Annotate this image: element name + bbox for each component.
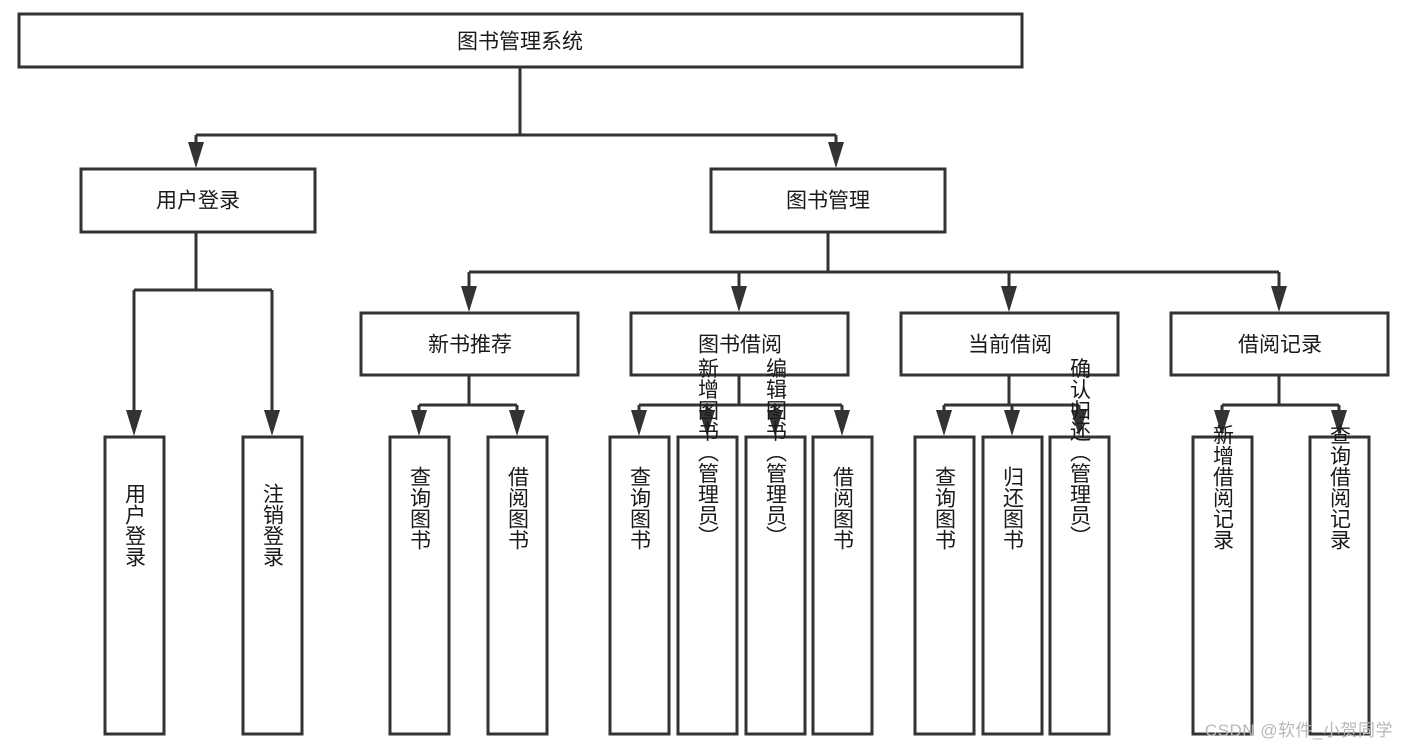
- node-leaf-edit-book-label: 编辑图书（管理员）: [764, 358, 788, 547]
- node-new-book-recommend[interactable]: 新书推荐: [359, 311, 580, 377]
- node-user-login[interactable]: 用户登录: [79, 167, 317, 234]
- arrowhead-leaf-query-book-3: [936, 410, 952, 436]
- node-leaf-query-book-2-label: 查询图书: [628, 466, 652, 550]
- node-leaf-add-book-label: 新增图书（管理员）: [696, 358, 720, 547]
- arrowhead-leaf-query-book-2: [631, 410, 647, 436]
- node-leaf-query-book-1-label: 查询图书: [408, 466, 432, 550]
- arrowhead-borrow-record: [1271, 286, 1287, 312]
- node-leaf-confirm-return[interactable]: 确认归还（管理员）: [1048, 358, 1111, 736]
- node-leaf-add-record-box[interactable]: [1191, 435, 1254, 736]
- node-book-borrow-box[interactable]: [629, 311, 850, 377]
- node-new-book-recommend-box[interactable]: [359, 311, 580, 377]
- node-root-box[interactable]: [17, 12, 1024, 69]
- node-leaf-query-book-3-box[interactable]: [913, 435, 976, 736]
- node-leaf-borrow-book-1-label: 借阅图书: [506, 466, 530, 550]
- node-book-borrow[interactable]: 图书借阅: [629, 311, 850, 377]
- arrowhead-leaf-confirm-return: [1071, 410, 1087, 436]
- watermark-text: CSDN @软件_小贺同学: [1204, 721, 1393, 740]
- node-leaf-user-login-label: 用户登录: [123, 483, 147, 567]
- node-leaf-query-record[interactable]: 查询借阅记录: [1308, 424, 1371, 736]
- node-user-login-box[interactable]: [79, 167, 317, 234]
- arrowhead-leaf-borrow-book-2: [834, 410, 850, 436]
- node-leaf-borrow-book-1[interactable]: 借阅图书: [486, 435, 549, 736]
- arrowhead-leaf-add-record: [1214, 410, 1230, 436]
- node-leaf-query-book-3-label: 查询图书: [933, 466, 957, 550]
- node-leaf-return-book[interactable]: 归还图书: [981, 435, 1044, 736]
- node-leaf-query-record-label: 查询借阅记录: [1328, 424, 1352, 550]
- arrowhead-leaf-user-login: [126, 410, 142, 436]
- arrowhead-current-borrow: [1001, 286, 1017, 312]
- node-leaf-logout-login-label: 注销登录: [261, 483, 285, 567]
- node-leaf-logout-login-box[interactable]: [241, 435, 304, 736]
- node-book-manage-box[interactable]: [709, 167, 947, 234]
- node-leaf-return-book-box[interactable]: [981, 435, 1044, 736]
- node-leaf-query-book-3[interactable]: 查询图书: [913, 435, 976, 736]
- node-book-manage[interactable]: 图书管理: [709, 167, 947, 234]
- node-leaf-query-book-2-box[interactable]: [608, 435, 671, 736]
- arrowhead-new-book-recommend: [461, 286, 477, 312]
- arrowhead-book-manage: [828, 142, 844, 168]
- node-root[interactable]: 图书管理系统: [17, 12, 1024, 69]
- node-borrow-record[interactable]: 借阅记录: [1169, 311, 1390, 377]
- node-book-borrow-label: 图书借阅: [698, 334, 782, 357]
- connectors-group: [126, 67, 1347, 436]
- node-leaf-add-record[interactable]: 新增借阅记录: [1191, 424, 1254, 736]
- node-leaf-edit-book[interactable]: 编辑图书（管理员）: [744, 358, 807, 736]
- node-leaf-confirm-return-box[interactable]: [1048, 435, 1111, 736]
- node-leaf-borrow-book-2-label: 借阅图书: [831, 466, 855, 550]
- arrowhead-book-borrow: [731, 286, 747, 312]
- node-book-manage-label: 图书管理: [786, 190, 870, 213]
- node-leaf-edit-book-box[interactable]: [744, 435, 807, 736]
- node-current-borrow[interactable]: 当前借阅: [899, 311, 1120, 377]
- node-new-book-recommend-label: 新书推荐: [428, 334, 512, 357]
- node-leaf-query-book-2[interactable]: 查询图书: [608, 435, 671, 736]
- node-leaf-add-book[interactable]: 新增图书（管理员）: [676, 358, 739, 736]
- arrowhead-leaf-borrow-book-1: [509, 410, 525, 436]
- arrowhead-leaf-query-record: [1331, 410, 1347, 436]
- node-leaf-query-record-box[interactable]: [1308, 435, 1371, 736]
- node-user-login-label: 用户登录: [156, 190, 240, 213]
- node-root-label: 图书管理系统: [457, 31, 583, 54]
- node-leaf-borrow-book-1-box[interactable]: [486, 435, 549, 736]
- arrowhead-leaf-add-book: [699, 410, 715, 436]
- node-leaf-query-book-1[interactable]: 查询图书: [388, 435, 451, 736]
- node-current-borrow-box[interactable]: [899, 311, 1120, 377]
- arrowhead-leaf-logout-login: [264, 410, 280, 436]
- node-borrow-record-label: 借阅记录: [1238, 334, 1322, 357]
- node-leaf-borrow-book-2[interactable]: 借阅图书: [811, 435, 874, 736]
- node-leaf-return-book-label: 归还图书: [1001, 466, 1025, 550]
- arrowhead-leaf-edit-book: [767, 410, 783, 436]
- node-leaf-logout-login[interactable]: 注销登录: [241, 435, 304, 736]
- node-borrow-record-box[interactable]: [1169, 311, 1390, 377]
- node-leaf-query-book-1-box[interactable]: [388, 435, 451, 736]
- node-leaf-add-record-label: 新增借阅记录: [1211, 424, 1235, 550]
- node-current-borrow-label: 当前借阅: [968, 334, 1052, 357]
- node-leaf-user-login[interactable]: 用户登录: [103, 435, 166, 736]
- arrowhead-leaf-query-book-1: [411, 410, 427, 436]
- arrowhead-user-login: [188, 142, 204, 168]
- node-leaf-user-login-box[interactable]: [103, 435, 166, 736]
- node-leaf-confirm-return-label: 确认归还（管理员）: [1068, 358, 1092, 547]
- arrowhead-leaf-return-book: [1004, 410, 1020, 436]
- node-leaf-add-book-box[interactable]: [676, 435, 739, 736]
- node-leaf-borrow-book-2-box[interactable]: [811, 435, 874, 736]
